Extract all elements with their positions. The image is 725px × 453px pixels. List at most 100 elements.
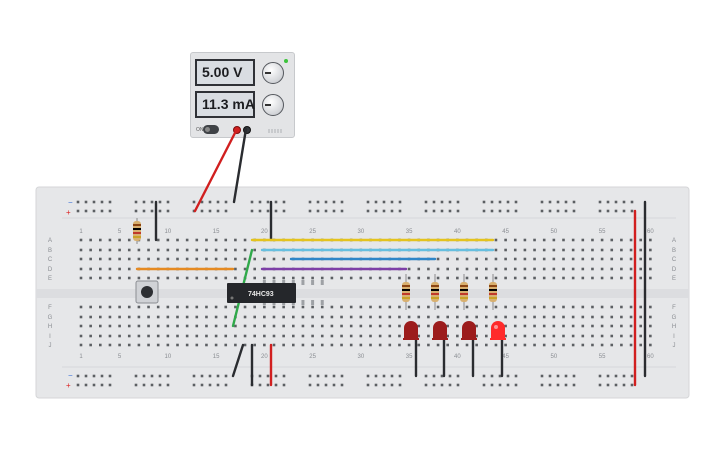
hole bbox=[369, 334, 372, 338]
rail-hole bbox=[108, 383, 112, 387]
power-switch[interactable] bbox=[203, 125, 219, 134]
hole bbox=[214, 343, 218, 347]
resistor-band bbox=[489, 285, 497, 287]
hole bbox=[494, 267, 498, 271]
hole bbox=[446, 334, 449, 338]
hole bbox=[224, 334, 228, 338]
rail-hole bbox=[398, 374, 402, 378]
hole bbox=[581, 315, 585, 319]
hole bbox=[330, 276, 334, 280]
rail-hole bbox=[490, 200, 494, 204]
hole bbox=[542, 324, 546, 328]
rail-hole bbox=[150, 383, 154, 387]
rail-hole bbox=[100, 383, 104, 387]
hole bbox=[427, 267, 430, 271]
hole bbox=[292, 334, 295, 338]
hole bbox=[475, 315, 478, 319]
rail-hole bbox=[630, 383, 634, 387]
hole bbox=[610, 238, 614, 242]
column-number: 5 bbox=[118, 354, 122, 360]
hole bbox=[436, 315, 440, 319]
hole bbox=[533, 248, 536, 252]
voltage-knob[interactable] bbox=[262, 62, 284, 84]
rail-hole bbox=[382, 383, 386, 387]
hole bbox=[320, 334, 324, 338]
hole bbox=[234, 324, 237, 328]
hole bbox=[581, 305, 585, 309]
hole bbox=[166, 305, 170, 309]
hole bbox=[571, 334, 575, 338]
rail-hole bbox=[448, 383, 452, 387]
hole bbox=[388, 315, 392, 319]
hole bbox=[359, 343, 363, 347]
rail-hole bbox=[498, 383, 502, 387]
rail-hole bbox=[366, 200, 370, 204]
hole bbox=[542, 276, 546, 280]
hole bbox=[446, 315, 449, 319]
column-number: 60 bbox=[647, 354, 654, 360]
hole bbox=[330, 334, 334, 338]
hole bbox=[600, 257, 604, 261]
hole bbox=[417, 305, 421, 309]
hole bbox=[127, 267, 131, 271]
hole bbox=[427, 305, 430, 309]
hole bbox=[369, 343, 372, 347]
rail-hole bbox=[282, 383, 286, 387]
hole bbox=[176, 324, 179, 328]
resistor-band bbox=[133, 228, 141, 230]
led-on bbox=[491, 321, 505, 339]
column-number: 30 bbox=[358, 229, 365, 235]
hole bbox=[127, 238, 131, 242]
hole bbox=[610, 343, 614, 347]
hole bbox=[243, 315, 247, 319]
hole bbox=[137, 305, 141, 309]
rail-hole bbox=[614, 374, 618, 378]
hole bbox=[185, 324, 189, 328]
rail-hole bbox=[134, 374, 138, 378]
rail-hole bbox=[340, 383, 344, 387]
hole bbox=[610, 334, 614, 338]
row-letter: J bbox=[49, 343, 52, 349]
hole bbox=[79, 305, 83, 309]
rail-hole bbox=[482, 200, 486, 204]
hole bbox=[649, 257, 652, 261]
rail-hole bbox=[556, 209, 560, 213]
rail-hole bbox=[158, 383, 162, 387]
hole bbox=[89, 238, 92, 242]
rail-hole bbox=[390, 374, 394, 378]
hole bbox=[591, 334, 594, 338]
hole bbox=[542, 238, 546, 242]
rail-hole bbox=[390, 209, 394, 213]
column-number: 15 bbox=[213, 354, 220, 360]
hole bbox=[99, 248, 102, 252]
hole bbox=[234, 238, 237, 242]
hole bbox=[176, 248, 179, 252]
rail-hole bbox=[200, 200, 204, 204]
rail-hole bbox=[448, 200, 452, 204]
hole bbox=[407, 267, 411, 271]
led-glow bbox=[494, 325, 498, 329]
rail-hole bbox=[266, 200, 270, 204]
hole bbox=[581, 248, 585, 252]
ic-pin bbox=[301, 280, 305, 285]
wires bbox=[135, 127, 647, 387]
resistor-band bbox=[460, 293, 468, 295]
hole bbox=[417, 267, 421, 271]
hole bbox=[571, 315, 575, 319]
rail-hole bbox=[606, 383, 610, 387]
hole bbox=[263, 334, 266, 338]
rail-hole bbox=[84, 383, 88, 387]
hole bbox=[99, 267, 102, 271]
hole bbox=[79, 248, 83, 252]
rail-hole bbox=[456, 383, 460, 387]
rail-hole bbox=[340, 374, 344, 378]
current-knob[interactable] bbox=[262, 94, 284, 116]
hole bbox=[562, 276, 565, 280]
hole bbox=[263, 305, 266, 309]
hole bbox=[591, 315, 594, 319]
column-number: 25 bbox=[309, 354, 316, 360]
rail-hole bbox=[258, 209, 262, 213]
hole bbox=[639, 257, 642, 261]
rail-hole bbox=[250, 200, 254, 204]
rail-hole bbox=[332, 383, 336, 387]
